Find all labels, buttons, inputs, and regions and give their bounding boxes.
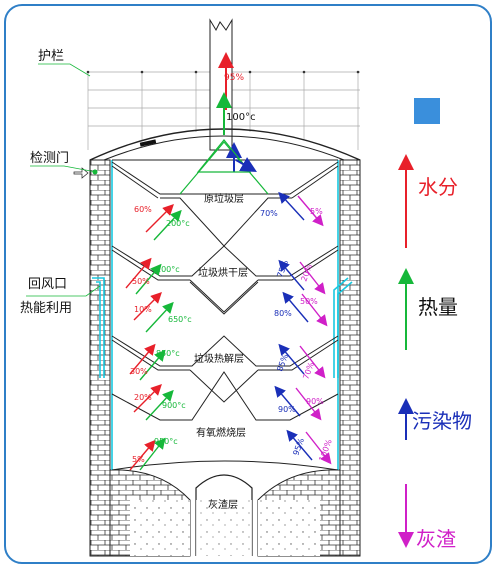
left-annotation: 30% [130,367,148,376]
left-annotation: 200°c [166,219,190,228]
left-annotation: 950°c [154,437,178,446]
legend-label-ash: 灰渣 [416,527,456,551]
left-annotation: 10% [134,305,152,314]
right-annotation: 80% [274,309,292,318]
inspection-door-label: 检测门 [30,151,69,166]
grate-layer-4 [111,371,339,421]
right-annotation: 70% [301,361,316,381]
left-annotation: 900°c [162,401,186,410]
right-annotation: 90% [278,405,296,414]
chimney-temperature: 100°c [226,112,256,123]
right-annotation: 70% [260,209,278,218]
chimney-top-percent: 95% [224,73,244,83]
left-annotation: 5% [132,455,145,464]
left-annotation: 20% [134,393,152,402]
layer-name: 垃圾热解层 [194,352,244,365]
left-annotation: 50% [132,277,150,286]
ash-layer-label: 灰渣层 [208,498,238,511]
guardrail-label: 护栏 [38,49,64,64]
layer-name: 垃圾烘干层 [198,266,248,279]
chimney [209,18,233,151]
right-annotation: 5% [310,207,323,216]
right-annotation: 100% [317,438,333,463]
left-annotation: 650°c [168,315,192,324]
right-annotation: 90% [306,397,324,406]
legend-label-heat: 热量 [418,295,458,319]
grate-layer-2 [111,245,339,313]
left-annotation: 850°c [156,349,180,358]
right-annotation: 50% [300,297,318,306]
return-air-label: 回风口 [28,277,67,292]
left-annotation: 60% [134,205,152,214]
layer-name: 有氧燃烧层 [196,426,246,439]
guardrail-grid [87,71,360,150]
right-annotation: 20% [299,263,314,283]
left-annotation: 100°c [156,265,180,274]
legend-label-moisture: 水分 [418,175,458,199]
heat-utilization-label: 热能利用 [20,301,72,316]
right-annotation: 95% [291,437,306,457]
diagram-frame [4,4,492,564]
layer-name: 原垃圾层 [204,192,244,205]
right-brick-wall [339,159,361,557]
legend-label-pollutant: 污染物 [412,409,472,433]
grate-layer-3 [111,281,339,403]
legend-swatch [414,98,440,124]
